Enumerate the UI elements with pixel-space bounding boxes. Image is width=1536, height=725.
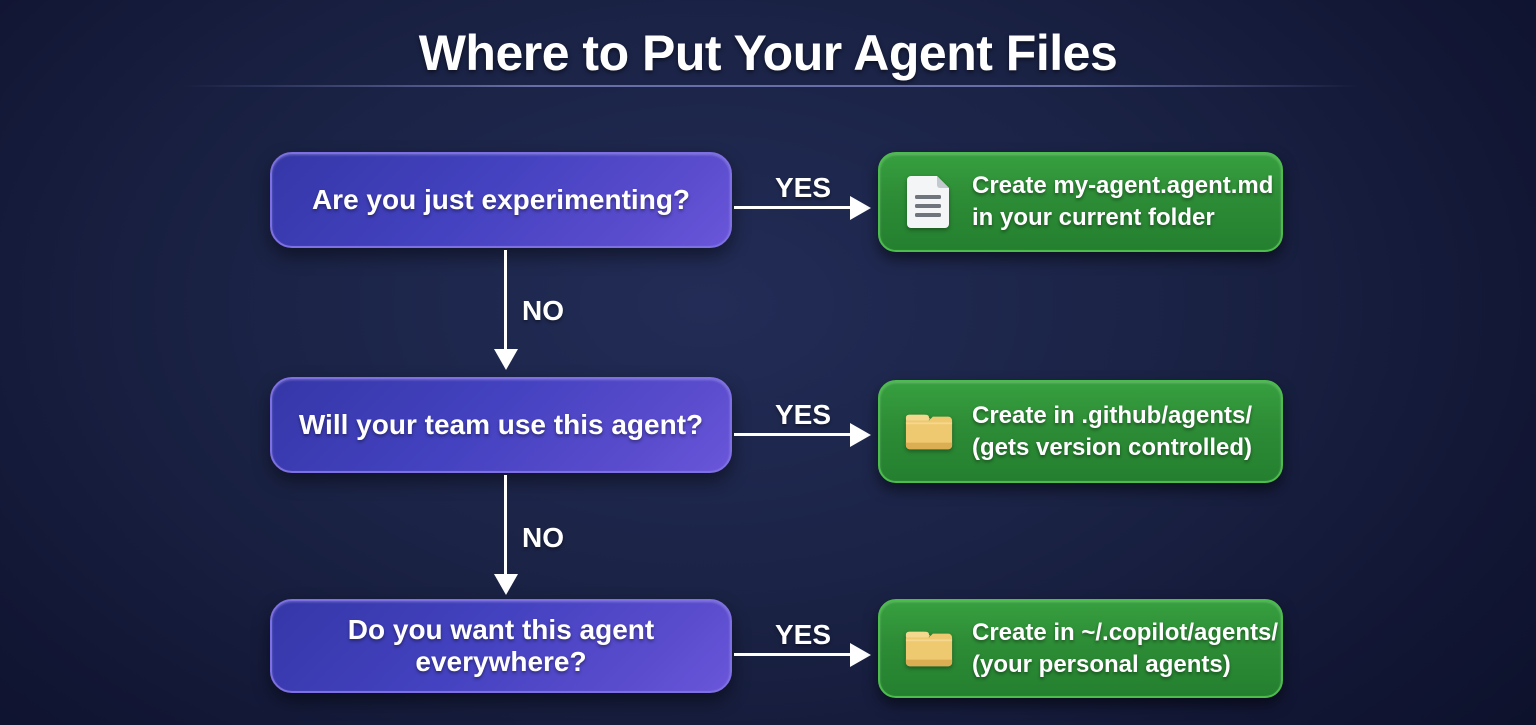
no-label: NO	[522, 295, 564, 326]
question-node-agent-everywhere: Do you want this agent everywhere?	[270, 599, 732, 693]
document-icon	[904, 175, 954, 229]
folder-icon	[904, 627, 954, 671]
question-text: Will your team use this agent?	[298, 409, 704, 440]
page-title: Where to Put Your Agent Files	[418, 25, 1118, 81]
no-arrow	[494, 475, 518, 595]
result-text: Create in .github/agents/ (gets version …	[972, 400, 1252, 464]
arrow-shaft	[734, 653, 852, 656]
arrow-shaft	[734, 206, 852, 209]
no-label: NO	[522, 522, 564, 553]
result-line2: in your current folder	[972, 204, 1215, 231]
result-node-current-folder: Create my-agent.agent.md in your current…	[878, 152, 1283, 252]
arrow-shaft	[504, 250, 507, 349]
no-arrow	[494, 250, 518, 370]
question-node-team-use: Will your team use this agent?	[270, 377, 732, 473]
result-node-github-agents: Create in .github/agents/ (gets version …	[878, 380, 1283, 483]
result-text: Create in ~/.copilot/agents/ (your perso…	[972, 617, 1278, 681]
result-line1: Create in ~/.copilot/agents/	[972, 618, 1279, 646]
arrow-shaft	[734, 433, 852, 436]
arrow-head	[850, 196, 871, 220]
yes-label: YES	[774, 619, 832, 650]
folder-icon	[904, 410, 954, 454]
arrow-head	[850, 423, 871, 447]
arrow-head	[494, 349, 518, 370]
question-text: Are you just experimenting?	[311, 184, 691, 215]
arrow-head	[494, 574, 518, 595]
yes-arrow	[734, 196, 872, 220]
result-line1: Create in .github/agents/	[972, 401, 1253, 429]
question-node-experimenting: Are you just experimenting?	[270, 152, 732, 248]
arrow-shaft	[504, 475, 507, 574]
result-node-copilot-agents: Create in ~/.copilot/agents/ (your perso…	[878, 599, 1283, 698]
yes-arrow	[734, 423, 872, 447]
result-line2: (your personal agents)	[972, 650, 1231, 678]
result-text: Create my-agent.agent.md in your current…	[972, 170, 1273, 234]
title-divider	[180, 85, 1360, 87]
yes-arrow	[734, 643, 872, 667]
result-line1: Create my-agent.agent.md	[972, 172, 1274, 200]
yes-label: YES	[774, 172, 832, 203]
yes-label: YES	[774, 399, 832, 430]
question-text: Do you want this agent everywhere?	[347, 614, 655, 677]
result-line2: (gets version controlled)	[972, 433, 1253, 461]
arrow-head	[850, 643, 871, 667]
